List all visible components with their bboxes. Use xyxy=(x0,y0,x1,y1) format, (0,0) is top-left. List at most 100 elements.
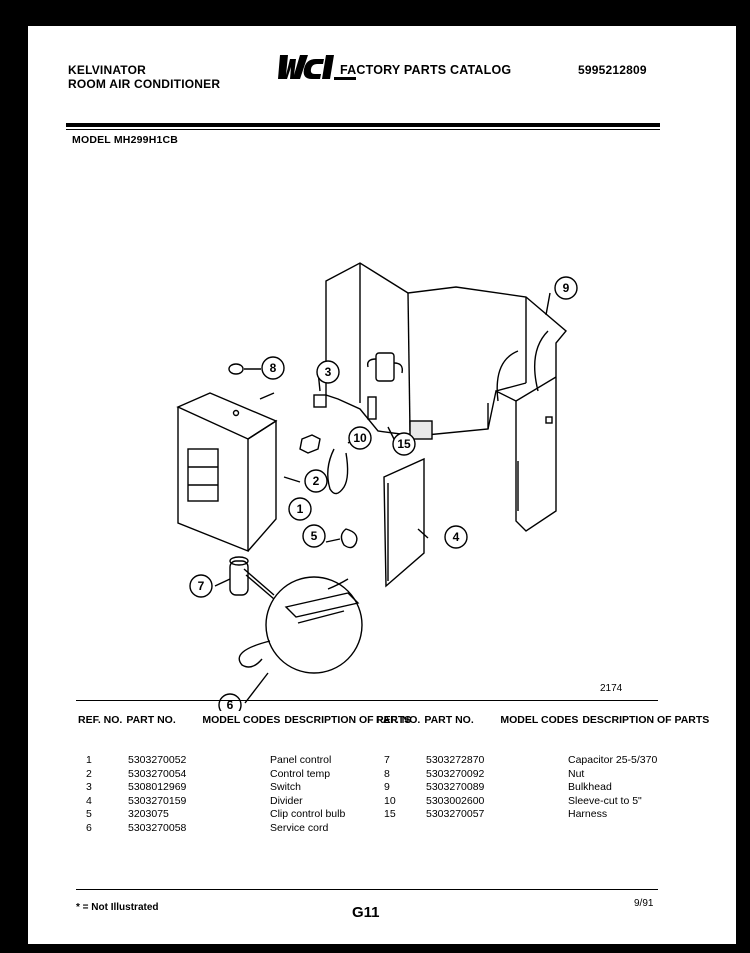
table-header-row: REF. NO. PART NO. MODEL CODES DESCRIPTIO… xyxy=(78,714,415,736)
table-row: 3 5308012969 Switch xyxy=(78,781,349,795)
nut-part xyxy=(228,363,244,375)
ref-cell: 3 xyxy=(86,781,92,793)
model-number: MODEL MH299H1CB xyxy=(72,134,179,146)
part-number-cell: 5303272870 xyxy=(426,754,485,766)
part-number-cell: 5303270057 xyxy=(426,808,485,820)
ref-cell: 2 xyxy=(86,767,92,780)
table-row: 5 3203075 Clip control bulb xyxy=(78,808,349,822)
product-name: ROOM AIR CONDITIONER xyxy=(68,77,221,91)
svg-text:10: 10 xyxy=(353,431,367,445)
ref-cell: 15 xyxy=(384,808,396,820)
ref-cell: 9 xyxy=(384,781,390,793)
ref-cell: 7 xyxy=(384,754,390,766)
svg-text:5: 5 xyxy=(311,529,318,543)
callout-7: 7 xyxy=(189,574,213,598)
ref-cell: 10 xyxy=(384,794,396,807)
ref-cell: 8 xyxy=(384,767,390,780)
part-number-cell: 5303270089 xyxy=(426,781,485,793)
brand-name: KELVINATOR xyxy=(68,63,147,77)
model-codes-cell xyxy=(502,808,568,822)
ref-cell: 1 xyxy=(86,754,92,766)
description-cell: Sleeve-cut to 5" xyxy=(568,794,642,807)
svg-text:6: 6 xyxy=(227,698,234,711)
callout-4: 4 xyxy=(444,525,468,549)
description-cell: Service cord xyxy=(270,821,329,834)
callout-9: 9 xyxy=(554,276,578,300)
model-codes-cell xyxy=(502,754,568,768)
callout-3: 3 xyxy=(316,360,340,384)
model-codes-cell xyxy=(204,754,270,768)
switch-part xyxy=(313,394,327,408)
svg-text:4: 4 xyxy=(453,530,460,544)
part-number-cell: 5303270092 xyxy=(426,767,485,780)
model-codes-cell xyxy=(502,768,568,782)
model-codes-cell xyxy=(502,781,568,795)
divider-part xyxy=(383,457,425,588)
clip-part xyxy=(340,528,358,549)
col-part: PART NO. xyxy=(126,714,176,726)
table-row: 8 5303270092 Nut xyxy=(376,768,661,782)
table-row: 4 5303270159 Divider xyxy=(78,795,349,809)
callout-2: 2 xyxy=(304,469,328,493)
part-number-cell: 5303002600 xyxy=(426,794,485,807)
part-number-cell: 5303270052 xyxy=(128,754,187,766)
description-cell: Bulkhead xyxy=(568,781,612,793)
description-cell: Panel control xyxy=(270,754,332,766)
model-codes-cell xyxy=(204,768,270,782)
part-number-cell: 5308012969 xyxy=(128,781,187,793)
page-number: G11 xyxy=(352,904,380,921)
header-rule-thin xyxy=(66,129,660,130)
col-desc: DESCRIPTION OF PARTS xyxy=(284,714,412,726)
description-cell: Switch xyxy=(270,781,301,793)
callout-15: 15 xyxy=(392,432,416,456)
callout-1: 1 xyxy=(288,497,312,521)
svg-text:15: 15 xyxy=(397,437,411,451)
catalog-number: 5995212809 xyxy=(578,63,647,77)
description-cell: Divider xyxy=(270,794,303,807)
description-cell: Control temp xyxy=(270,767,331,780)
model-codes-cell xyxy=(502,795,568,809)
control-temp-part xyxy=(299,434,321,454)
harness-part xyxy=(366,352,404,420)
col-codes: MODEL CODES xyxy=(500,714,579,726)
revision-date: 9/91 xyxy=(634,898,654,909)
sleeve-part xyxy=(327,448,349,495)
wci-logo xyxy=(276,53,358,86)
description-cell: Clip control bulb xyxy=(270,808,346,820)
description-cell: Nut xyxy=(568,767,585,780)
exploded-parts-diagram: 8 3 10 15 2 1 5 4 7 6 9 2174 xyxy=(176,262,623,711)
table-row: 1 5303270052 Panel control xyxy=(78,754,349,768)
table-top-rule xyxy=(76,700,658,701)
svg-text:3: 3 xyxy=(325,365,332,379)
svg-text:7: 7 xyxy=(198,579,205,593)
svg-text:8: 8 xyxy=(270,361,277,375)
parts-catalog-page: KELVINATOR ROOM AIR CONDITIONER FACTORY … xyxy=(28,26,736,944)
catalog-title: FACTORY PARTS CATALOG xyxy=(340,63,512,77)
model-codes-cell xyxy=(204,795,270,809)
capacitor-part xyxy=(229,556,275,600)
col-ref: REF. NO. xyxy=(376,714,421,726)
callout-6: 6 xyxy=(218,693,242,711)
callout-10: 10 xyxy=(348,426,372,450)
figure-number: 2174 xyxy=(600,683,623,694)
callout-8: 8 xyxy=(261,356,285,380)
ref-cell: 5 xyxy=(86,808,92,820)
table-row: 10 5303002600 Sleeve-cut to 5" xyxy=(376,795,661,809)
callout-5: 5 xyxy=(302,524,326,548)
bulkhead-part xyxy=(325,262,567,532)
not-illustrated-note: * = Not Illustrated xyxy=(76,902,159,913)
part-number-cell: 5303270159 xyxy=(128,794,187,807)
col-ref: REF. NO. xyxy=(78,714,123,726)
table-header-row: REF. NO. PART NO. MODEL CODES DESCRIPTIO… xyxy=(376,714,713,736)
part-number-cell: 3203075 xyxy=(128,808,169,820)
control-panel-part xyxy=(176,392,278,553)
parts-table-left: REF. NO. PART NO. MODEL CODES DESCRIPTIO… xyxy=(78,714,415,736)
ref-cell: 4 xyxy=(86,794,92,807)
service-cord-detail xyxy=(238,576,363,674)
svg-text:2: 2 xyxy=(313,474,320,488)
model-codes-cell xyxy=(204,808,270,822)
model-codes-cell xyxy=(204,822,270,836)
